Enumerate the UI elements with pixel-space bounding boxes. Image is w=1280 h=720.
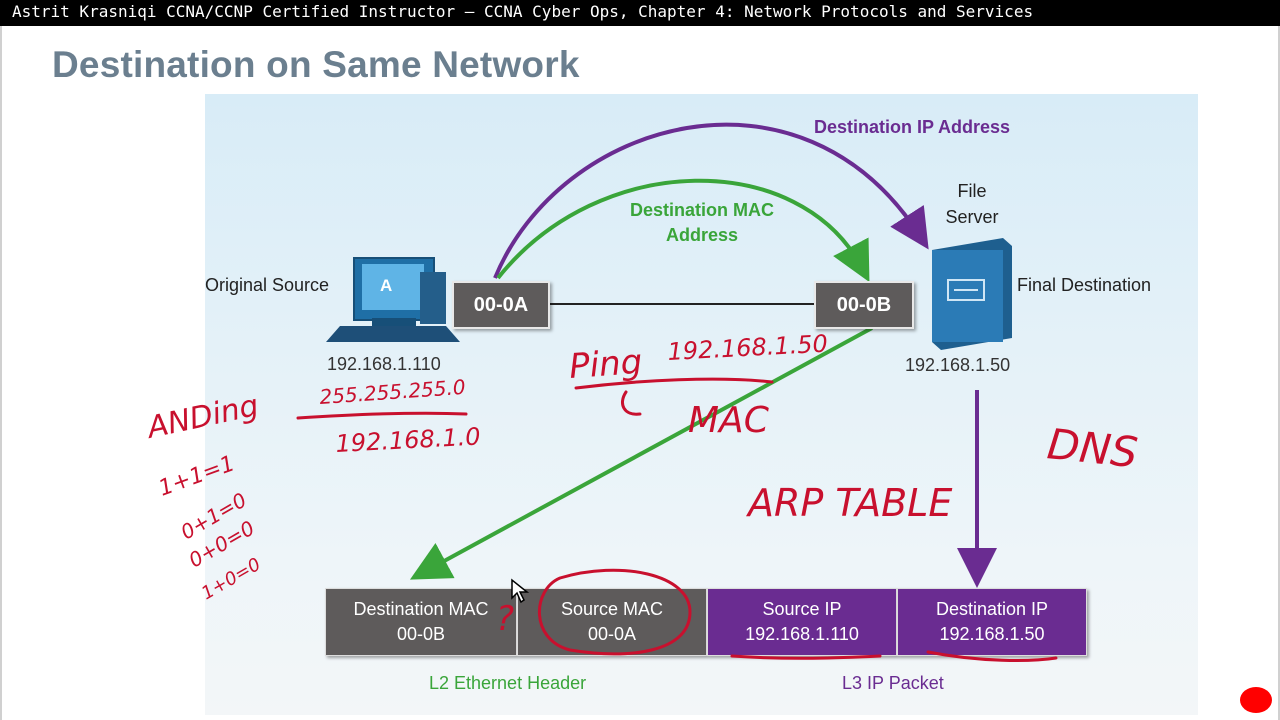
slide-frame <box>0 26 1280 720</box>
dest-mac-label-line2: Address <box>665 225 739 245</box>
original-source-label: Original Source <box>205 275 330 295</box>
file-server-label: File Server <box>936 178 1008 230</box>
dest-mac-box: 00-0B <box>814 281 914 329</box>
frame-cell-dest-mac: Destination MAC 00-0B <box>325 588 517 656</box>
source-mac-box: 00-0A <box>452 281 550 329</box>
frame-cell-source-mac: Source MAC 00-0A <box>517 588 707 656</box>
final-destination-label: Final Destination <box>1017 275 1152 295</box>
slide-title: Destination on Same Network <box>52 44 580 85</box>
file-server-label-line2: Server <box>945 207 999 227</box>
frame-cell-title: Destination IP <box>935 599 1049 619</box>
frame-cell-title: Source IP <box>762 599 842 619</box>
frame-cell-value: 192.168.1.110 <box>745 624 859 644</box>
l2-header-caption: L2 Ethernet Header <box>429 673 587 693</box>
frame-cell-source-ip: Source IP 192.168.1.110 <box>707 588 897 656</box>
dest-ip-address-label: Destination IP Address <box>814 117 1011 137</box>
dest-mac-label-line1: Destination MAC <box>630 200 774 220</box>
dest-ip-label: 192.168.1.50 <box>905 355 1011 375</box>
mouse-cursor-icon <box>511 578 530 604</box>
file-server-label-line1: File <box>957 181 987 201</box>
dest-mac-address-label: Destination MAC Address <box>610 198 794 248</box>
window-title-bar: Astrit Krasniqi CCNA/CCNP Certified Inst… <box>0 0 1280 26</box>
frame-cell-title: Destination MAC <box>353 599 489 619</box>
l3-packet-caption: L3 IP Packet <box>842 673 944 693</box>
frame-cell-value: 00-0B <box>396 624 446 644</box>
frame-cell-title: Source MAC <box>560 599 664 619</box>
source-ip-label: 192.168.1.110 <box>327 354 441 374</box>
record-indicator-icon <box>1240 687 1272 713</box>
window-title: Astrit Krasniqi CCNA/CCNP Certified Inst… <box>12 2 1034 21</box>
frame-cell-dest-ip: Destination IP 192.168.1.50 <box>897 588 1087 656</box>
pc-letter-label: A <box>380 276 393 295</box>
frame-cell-value: 192.168.1.50 <box>939 624 1045 644</box>
frame-cell-value: 00-0A <box>587 624 637 644</box>
